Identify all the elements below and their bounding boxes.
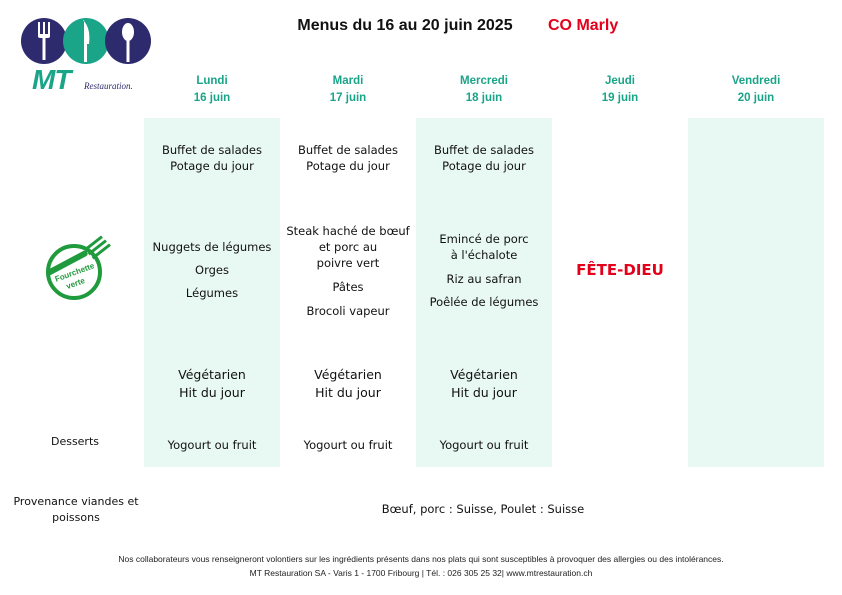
day-header-fri: Vendredi 20 juin (688, 73, 824, 107)
fourchette-verte-badge: Fourchette verte (36, 230, 124, 302)
provenance-label-line1: Provenance viandes et (13, 495, 139, 508)
day-name: Mardi (332, 75, 364, 87)
company-info: MT Restauration SA - Varis 1 - 1700 Frib… (249, 568, 593, 578)
menu-title: Menus du 16 au 20 juin 2025 (297, 17, 513, 34)
day-date: 19 juin (601, 92, 639, 104)
day-date: 18 juin (465, 92, 503, 104)
holiday-label: FÊTE-DIEU (576, 261, 664, 279)
site-name: CO Marly (548, 17, 619, 34)
dessert-tue: Yogourt ou fruit (303, 438, 393, 452)
day-name: Vendredi (731, 75, 781, 87)
day-name: Mercredi (460, 75, 508, 87)
provenance-label: Provenance viandes et poissons (6, 494, 146, 526)
provenance-value: Bœuf, porc : Suisse, Poulet : Suisse (381, 502, 585, 516)
day-date: 16 juin (193, 92, 231, 104)
column-bg-wed (416, 118, 552, 467)
logo-sub-text: Restauration. (84, 81, 133, 91)
column-bg-fri (688, 118, 824, 467)
day-header-tue: Mardi 17 juin (280, 73, 416, 107)
mt-restauration-logo: MT Restauration. (18, 12, 158, 98)
dessert-mon: Yogourt ou fruit (167, 438, 257, 452)
day-header-thu: Jeudi 19 juin (552, 73, 688, 107)
column-bg-mon (144, 118, 280, 467)
day-name: Jeudi (604, 75, 636, 87)
logo-mt-text: MT (32, 64, 71, 95)
day-name: Lundi (196, 75, 228, 87)
allergy-notice: Nos collaborateurs vous renseigneront vo… (118, 554, 724, 564)
day-header-mon: Lundi 16 juin (144, 73, 280, 107)
day-date: 17 juin (329, 92, 367, 104)
provenance-label-line2: poissons (52, 511, 100, 524)
day-date: 20 juin (737, 92, 775, 104)
dessert-wed: Yogourt ou fruit (439, 438, 529, 452)
day-header-wed: Mercredi 18 juin (416, 73, 552, 107)
desserts-label: Desserts (50, 435, 100, 448)
